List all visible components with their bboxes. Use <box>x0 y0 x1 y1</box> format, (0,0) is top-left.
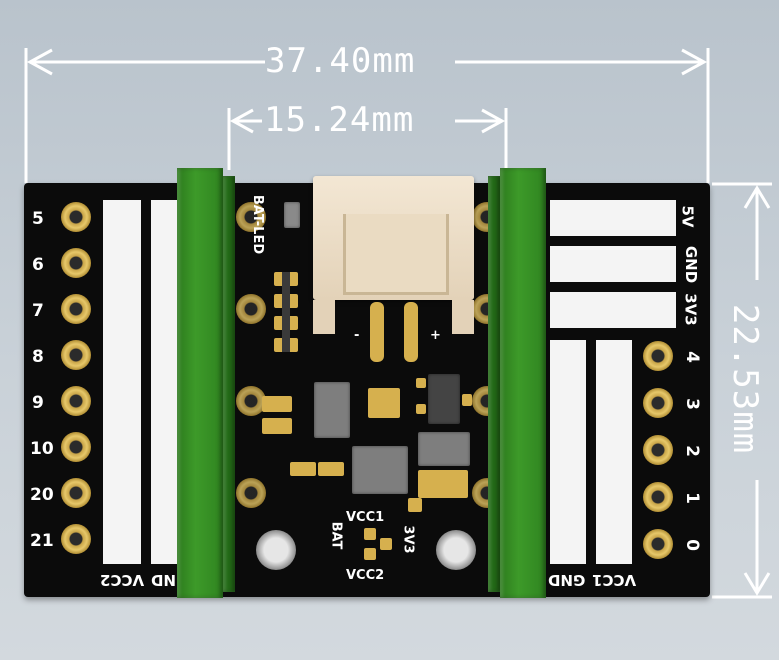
left-silk-bar-gnd <box>151 200 179 564</box>
connector-minus-label: - <box>354 328 360 343</box>
smd-capacitor <box>408 498 422 512</box>
dimension-total-width-label: 37.40mm <box>265 41 416 81</box>
left-pin-label: 20 <box>30 485 54 505</box>
left-pin-label: 5 <box>32 209 44 229</box>
right-silk-bar-5v <box>550 200 676 236</box>
regulator-chip <box>314 382 350 438</box>
jumper-bat-label: BAT <box>328 521 344 550</box>
jumper-pad <box>364 548 376 560</box>
right-pin-header <box>500 168 546 598</box>
smd-capacitor <box>262 396 292 412</box>
right-pin-label: 2 <box>681 445 702 457</box>
right-pin-header-side <box>488 176 500 592</box>
right-silk-bar-3v3 <box>550 292 676 328</box>
left-pin-label: 21 <box>30 531 54 551</box>
left-pin-pad <box>61 524 91 554</box>
pitch-arrow-right <box>481 108 506 134</box>
right-silk-bar-vcc1-vertical <box>596 340 632 564</box>
smd-component <box>368 388 400 418</box>
mosfet-chip <box>428 374 460 424</box>
center-pad <box>236 202 266 232</box>
left-pin-pad <box>61 294 91 324</box>
jumper-3v3-label: 3V3 <box>400 525 416 554</box>
right-pin-label: 0 <box>681 539 702 551</box>
smd-capacitor <box>318 462 344 476</box>
inductor <box>418 432 470 466</box>
mosfet-pad <box>462 394 472 406</box>
left-pin-label: 10 <box>30 439 54 459</box>
jumper-pad <box>380 538 392 550</box>
jumper-pad <box>364 528 376 540</box>
left-pin-pad <box>61 478 91 508</box>
left-pin-header <box>177 168 223 598</box>
total-width-arrow-left <box>26 48 53 76</box>
center-pad <box>236 386 266 416</box>
mosfet-pad <box>416 404 426 414</box>
right-gnd-power-label: GND <box>682 245 701 284</box>
center-pad <box>236 294 266 324</box>
battery-connector-foot-left <box>313 300 335 334</box>
left-pin-pad <box>61 432 91 462</box>
right-5v-label: 5V <box>678 205 697 228</box>
total-width-arrow-right <box>681 48 708 76</box>
mounting-hole-right <box>436 530 476 570</box>
left-gnd-label: ND <box>151 571 177 589</box>
dimension-height-label: 22.53mm <box>725 303 766 455</box>
right-pin-pad <box>643 435 673 465</box>
right-vcc1-label: VCC1 <box>592 571 637 589</box>
charger-ic <box>352 446 408 494</box>
right-gnd-label: GND <box>548 571 586 589</box>
smd-capacitor <box>290 462 316 476</box>
height-arrow-top <box>743 185 771 209</box>
dimension-pitch-label: 15.24mm <box>264 100 415 140</box>
right-pin-pad <box>643 341 673 371</box>
left-pin-pad <box>61 386 91 416</box>
mounting-hole-left <box>256 530 296 570</box>
right-silk-bar-gnd-vertical <box>550 340 586 564</box>
right-pin-pad <box>643 482 673 512</box>
right-pin-label: 3 <box>681 398 702 410</box>
jumper-vcc2-label: VCC2 <box>346 568 385 583</box>
height-arrow-bottom <box>743 572 771 596</box>
smd-resistor-body <box>282 272 290 352</box>
connector-pin-plus <box>404 302 418 362</box>
connector-plus-label: + <box>430 328 441 343</box>
right-pin-pad <box>643 388 673 418</box>
right-pin-label: 1 <box>681 492 702 504</box>
right-3v3-label: 3V3 <box>681 293 700 326</box>
left-pin-label: 8 <box>32 347 44 367</box>
left-pin-pad <box>61 248 91 278</box>
smd-capacitor <box>262 418 292 434</box>
pitch-arrow-left <box>229 108 254 134</box>
battery-connector-cavity <box>343 214 449 295</box>
bat-led-label: BAT-LED <box>250 194 266 255</box>
battery-connector-foot-right <box>452 300 474 334</box>
right-silk-bar-gnd <box>550 246 676 282</box>
left-pin-pad <box>61 202 91 232</box>
left-silk-bar-vcc2 <box>103 200 141 564</box>
left-pin-header-side <box>223 176 235 592</box>
left-pin-label: 6 <box>32 255 44 275</box>
left-vcc2-label: VCC2 <box>100 571 145 589</box>
connector-pin-minus <box>370 302 384 362</box>
jumper-vcc1-label: VCC1 <box>346 510 385 525</box>
left-pin-pad <box>61 340 91 370</box>
left-pin-label: 7 <box>32 301 44 321</box>
bat-led <box>284 202 300 228</box>
mosfet-pad <box>416 378 426 388</box>
right-pin-pad <box>643 529 673 559</box>
right-pin-label: 4 <box>681 351 702 363</box>
center-pad <box>236 478 266 508</box>
smd-component <box>418 470 468 498</box>
left-pin-label: 9 <box>32 393 44 413</box>
